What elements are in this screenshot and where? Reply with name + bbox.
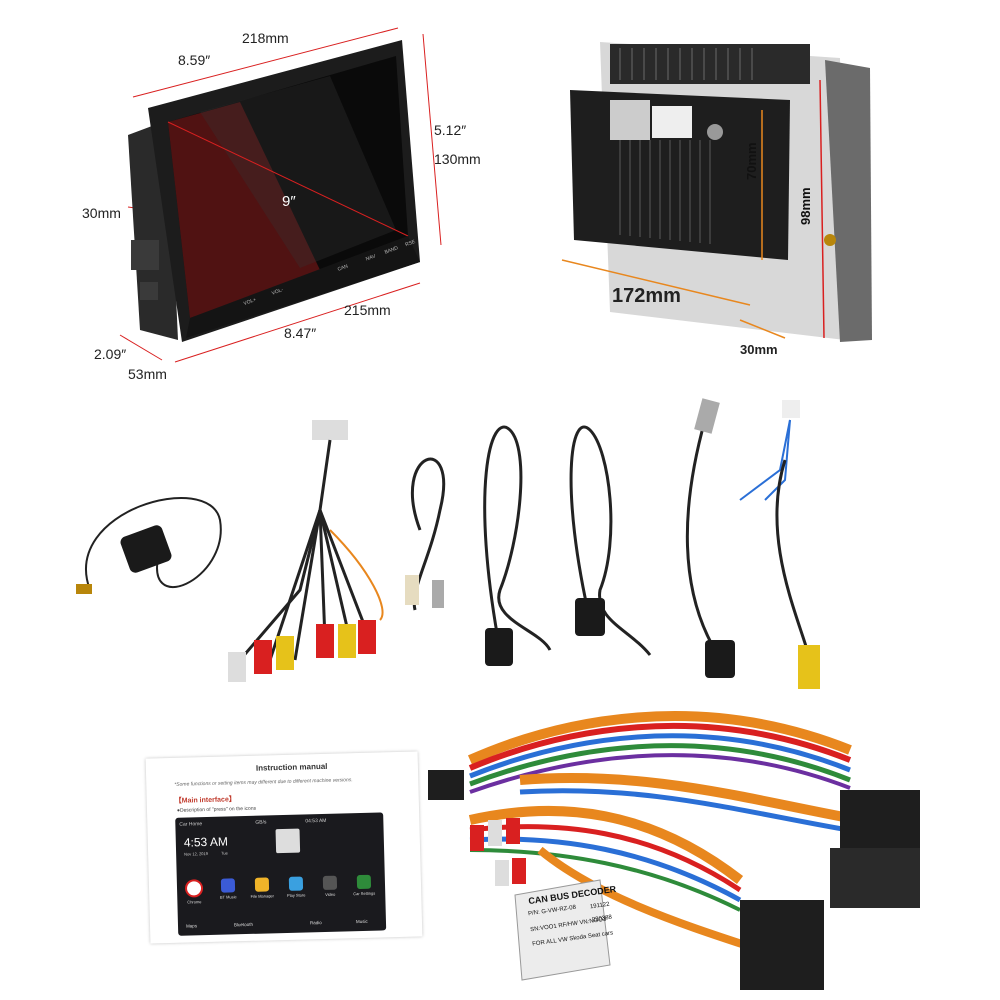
- panel-button-vol-plus: VOL+: [242, 296, 258, 307]
- rear-depth-label: 30mm: [740, 342, 778, 357]
- height-mm-label: 130mm: [434, 151, 481, 167]
- bottom-width-in-label: 8.47″: [284, 325, 317, 341]
- accessories-drawing: [76, 398, 852, 794]
- manual-description: ●Description of "press" on the icons: [176, 805, 257, 814]
- rear-outer-height-label: 98mm: [798, 187, 813, 225]
- side-depth-label: 30mm: [82, 205, 121, 221]
- harness-lower-drawing: [428, 770, 920, 990]
- screen-size-label: 9″: [282, 193, 296, 210]
- rear-inner-height-label: 70mm: [744, 142, 759, 180]
- car-settings-icon: [356, 874, 372, 890]
- head-unit-front: 218mm 8.59″ 5.12″ 130mm 30mm 9″ 215mm 8.…: [0, 0, 481, 390]
- screen-top-mid: GB/s: [255, 819, 267, 826]
- app-car-settings: Car Settings: [351, 874, 378, 897]
- gps-antenna: [76, 497, 222, 594]
- width-in-label: 8.59″: [178, 52, 211, 68]
- dock-radio: Radio: [309, 920, 322, 926]
- app-chrome: Chrome: [181, 879, 208, 905]
- app-video: Video: [317, 875, 344, 897]
- chrome-icon: [184, 879, 204, 898]
- camera-cable: [739, 400, 820, 689]
- head-unit-rear: 70mm 98mm 172mm 30mm: [540, 20, 890, 370]
- screen-date-text: Nov 12, 2019: [184, 850, 208, 857]
- manual-note: *Some functions or setting items may dif…: [174, 777, 353, 788]
- screen-date: Nov 12, 2019 Tue: [184, 850, 228, 856]
- music-widget: [275, 828, 301, 854]
- panel-button-band: BAND: [383, 245, 399, 256]
- screen-day: Tue: [220, 850, 228, 856]
- app-bt-music: BT Music: [215, 878, 242, 900]
- panel-button-nav: NAV: [365, 253, 377, 263]
- usb-cable-2: [569, 425, 652, 656]
- dock-music: Music: [355, 918, 368, 925]
- head-unit-drawing: [119, 27, 442, 363]
- panel-button-rse: RSE: [404, 238, 417, 249]
- height-in-label: 5.12″: [434, 122, 467, 138]
- screen-time: 4:53 AM: [183, 834, 229, 850]
- radio-antenna-adapter: [405, 457, 446, 611]
- app-file-manager: File Manager: [249, 877, 276, 899]
- head-unit-rear-drawing: [561, 42, 872, 342]
- play-store-icon: [288, 876, 304, 891]
- folder-icon: [254, 877, 270, 892]
- bluetooth-music-icon: [220, 878, 236, 893]
- dock-bluetooth: Bluetooth: [233, 921, 254, 928]
- bottom-width-mm-label: 215mm: [344, 302, 391, 318]
- depth-in-label: 2.09″: [94, 346, 127, 362]
- dock-maps: Maps: [185, 923, 198, 929]
- main-harness-bundle: [467, 711, 852, 794]
- video-icon: [322, 875, 338, 890]
- usb-extension-cable: [685, 398, 735, 678]
- panel-button-vol-minus: VOL-: [271, 287, 285, 297]
- manual-title: Instruction manual: [255, 761, 328, 773]
- width-mm-label: 218mm: [242, 30, 289, 46]
- instruction-manual: Instruction manual *Some functions or se…: [145, 751, 423, 944]
- manual-main-interface: 【Main interface】: [174, 796, 236, 805]
- rca-fan-cable: [228, 420, 384, 682]
- manual-screen: Car Home GB/s 04:53 AM 4:53 AM Nov 12, 2…: [175, 812, 387, 936]
- screen-clock: 04:53 AM: [305, 817, 327, 825]
- usb-cable-1: [483, 425, 552, 666]
- panel-button-can: CAN: [336, 263, 349, 273]
- rear-width-label: 172mm: [612, 285, 681, 307]
- app-play-store: Play Store: [283, 876, 310, 898]
- depth-mm-label: 53mm: [128, 366, 167, 382]
- screen-top-left: Car Home: [179, 821, 203, 828]
